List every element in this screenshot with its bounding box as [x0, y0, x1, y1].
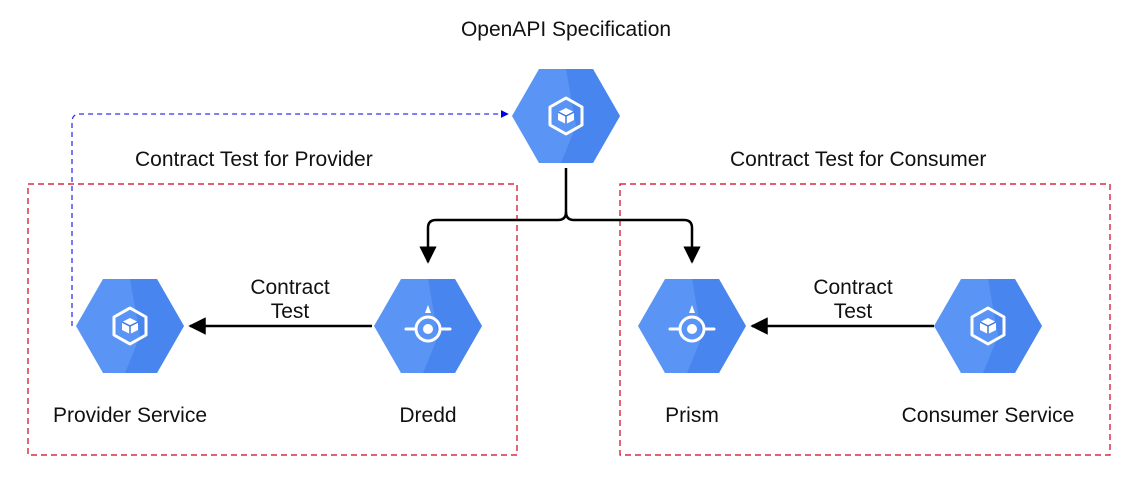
- dredd-node[interactable]: [374, 279, 482, 373]
- provider-contract-label-line1: Contract: [250, 276, 330, 299]
- diagram-title: OpenAPI Specification: [460, 18, 672, 41]
- consumer-contract-label-line2: Test: [833, 300, 873, 323]
- consumer-contract-label-line1: Contract: [813, 276, 893, 299]
- spec-to-prism-arrow: [564, 211, 701, 264]
- provider-to-spec-feedback-arrow: [71, 110, 509, 326]
- prism-node[interactable]: [638, 279, 746, 373]
- dredd-label: Dredd: [399, 404, 457, 427]
- consumer-group-box: [619, 183, 1111, 456]
- consumer-service-label: Consumer Service: [901, 404, 1075, 427]
- provider-service-node[interactable]: [76, 279, 184, 373]
- spec-node[interactable]: [512, 69, 620, 163]
- prism-label: Prism: [665, 404, 719, 427]
- consumer-group-label: Contract Test for Consumer: [730, 148, 987, 171]
- provider-contract-label-line2: Test: [270, 300, 310, 323]
- provider-group-box: [27, 183, 518, 456]
- provider-group-label: Contract Test for Provider: [135, 148, 373, 171]
- spec-to-dredd-arrow: [419, 168, 568, 264]
- consumer-service-node[interactable]: [934, 279, 1042, 373]
- provider-service-label: Provider Service: [52, 404, 208, 427]
